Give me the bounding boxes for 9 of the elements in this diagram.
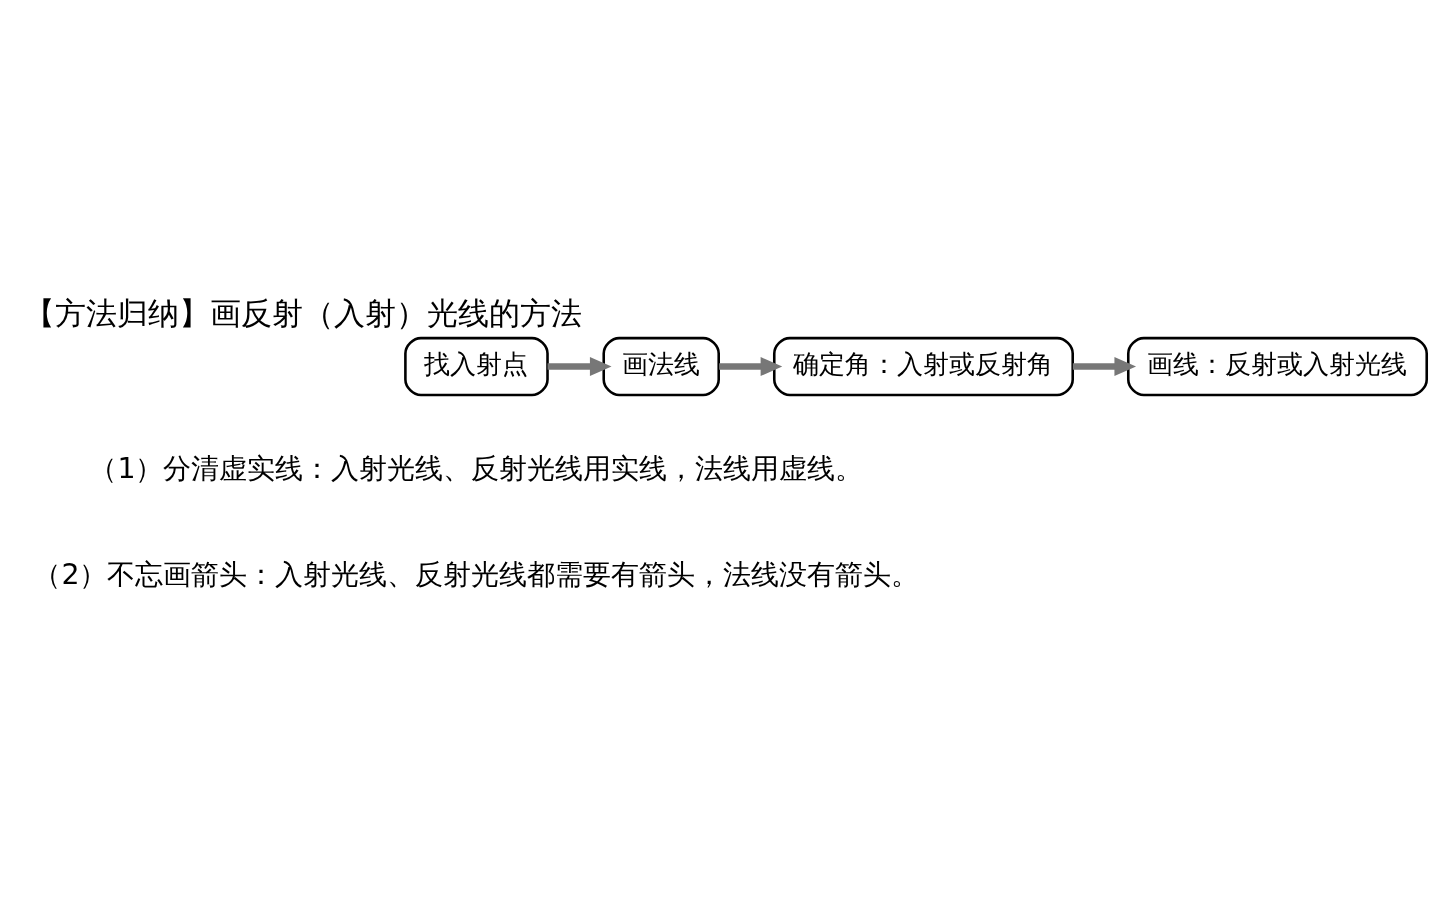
diagram-title: 【方法归纳】画反射（入射）光线的方法	[24, 294, 583, 331]
node-box: 确定角：入射或反射角	[772, 336, 1074, 396]
arrow	[547, 356, 612, 376]
node-box: 找入射点	[404, 336, 549, 396]
node-box: 画法线	[602, 336, 720, 396]
label: （2）不忘画箭头：入射光线、反射光线都需要有箭头，法线没有箭头。	[33, 557, 920, 591]
node-box: 画线：反射或入射光线	[1127, 336, 1428, 396]
label: （1）分清虚实线：入射光线、反射光线用实线，法线用虚线。	[89, 451, 864, 485]
arrow	[1072, 356, 1137, 376]
